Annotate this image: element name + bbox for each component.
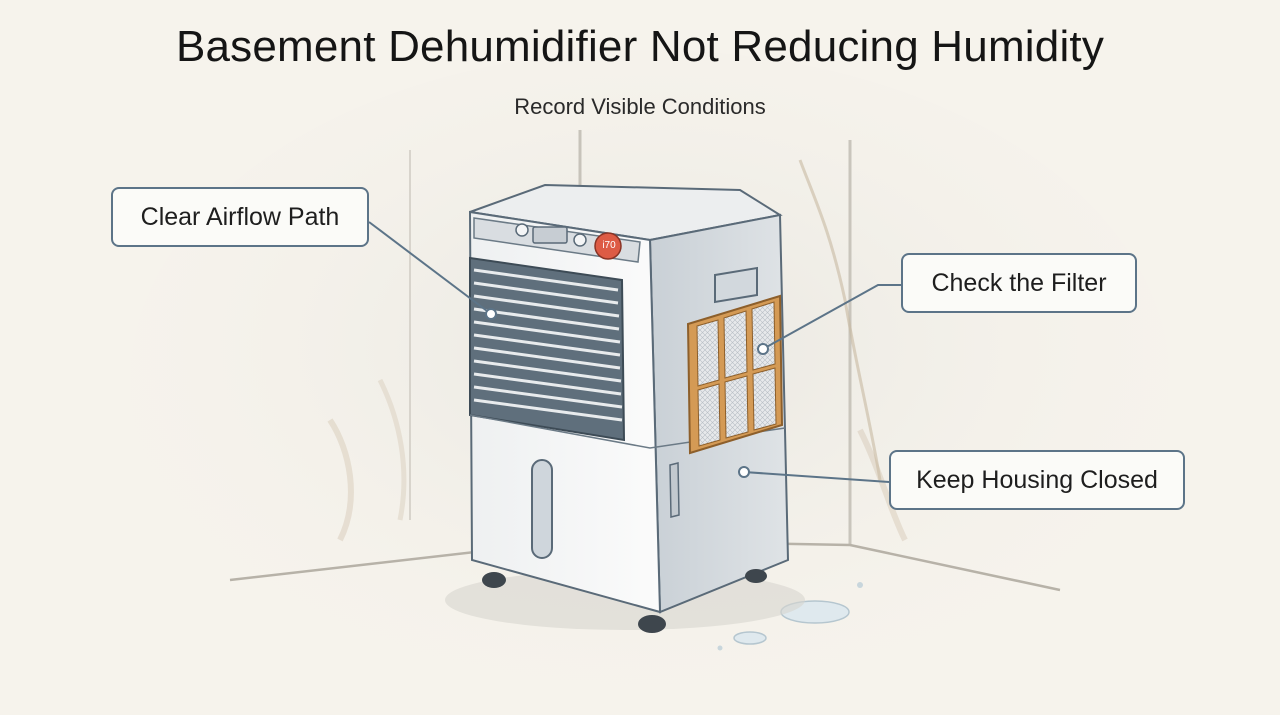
dehumidifier: [445, 183, 805, 633]
leader-dot-airflow: [485, 308, 497, 320]
intake-grille: [469, 256, 626, 442]
leader-dot-filter: [757, 343, 769, 355]
leader-dot-housing: [738, 466, 750, 478]
callout-check-filter: Check the Filter: [901, 253, 1137, 313]
callout-keep-housing-closed: Keep Housing Closed: [889, 450, 1185, 510]
callout-clear-airflow: Clear Airflow Path: [111, 187, 369, 247]
callout-leaders: [368, 221, 901, 483]
page-title: Basement Dehumidifier Not Reducing Humid…: [175, 22, 1105, 71]
page-subtitle: Record Visible Conditions: [514, 94, 766, 119]
display-readout: i70: [602, 240, 616, 251]
side-filter: [686, 294, 784, 455]
